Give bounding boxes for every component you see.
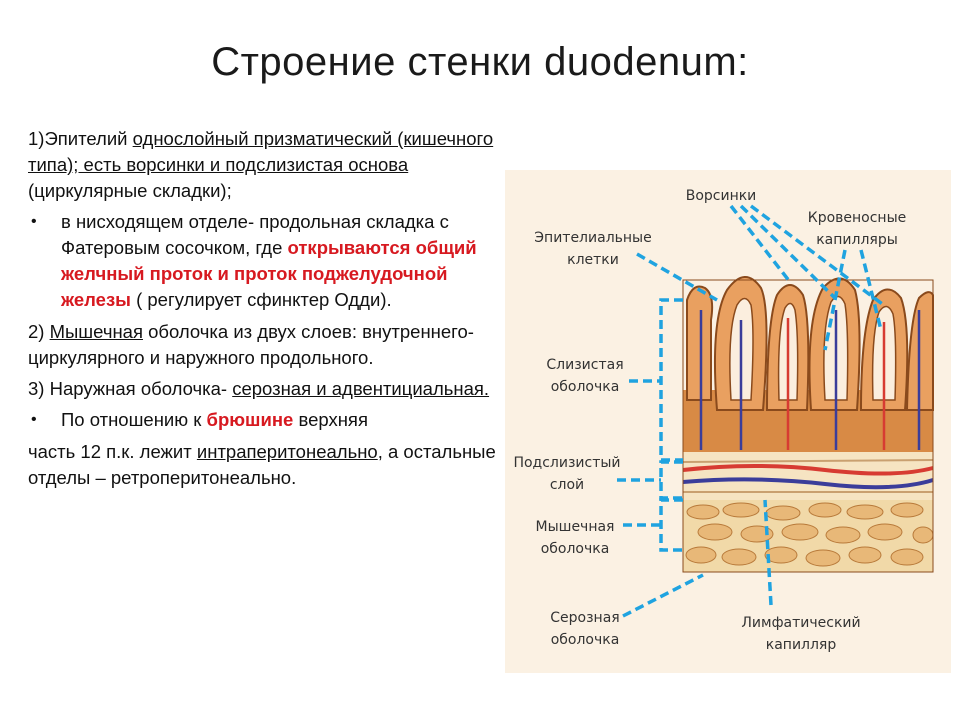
text-span: ( регулирует сфинктер Одди). <box>130 289 392 310</box>
paragraph-epithelium: 1)Эпителий однослойный призматический (к… <box>28 126 498 204</box>
label-mucosa-2: оболочка <box>551 379 620 395</box>
diagram-labels: Ворсинки Кровеносные капилляры Эпителиал… <box>513 188 906 653</box>
wall-section <box>682 276 934 573</box>
artery-band <box>682 464 934 476</box>
text-highlight: брюшине <box>206 409 294 430</box>
label-serosa-1: Серозная <box>550 610 619 626</box>
label-lymph-1: Лимфатический <box>741 615 860 631</box>
duodenum-wall-diagram: Ворсинки Кровеносные капилляры Эпителиал… <box>505 170 951 673</box>
bullet-vater-papilla: • в нисходящем отделе- продольная складка… <box>28 209 498 313</box>
label-submucosa-1: Подслизистый <box>513 455 620 471</box>
muscle-cells <box>685 502 934 567</box>
slide-text: 1)Эпителий однослойный призматический (к… <box>28 126 498 496</box>
label-villi: Ворсинки <box>686 188 757 204</box>
bullet-icon: • <box>31 213 37 230</box>
text-span: часть 12 п.к. лежит <box>28 441 197 462</box>
text-span: По отношению к <box>61 409 207 430</box>
paragraph-muscular: 2) Мышечная оболочка из двух слоев: внут… <box>28 319 498 371</box>
paragraph-position: часть 12 п.к. лежит интраперитонеально, … <box>28 439 498 491</box>
villi-pointer-2 <box>739 204 837 300</box>
label-lymph-2: капилляр <box>766 637 837 653</box>
label-serosa-2: оболочка <box>551 632 620 648</box>
muscular-bracket <box>659 498 683 552</box>
label-muscular-2: оболочка <box>541 541 610 557</box>
label-epithelial-1: Эпителиальные <box>534 230 651 246</box>
text-span: 1)Эпителий <box>28 128 133 149</box>
text-span: верхняя <box>293 409 368 430</box>
serosa-pointer <box>622 573 704 618</box>
text-span: (циркулярные складки); <box>28 180 232 201</box>
text-underlined: однослойный призматический (кишечного ти… <box>28 128 494 175</box>
text-span: , а остальные отделы – ретроперитонеальн… <box>28 441 496 488</box>
slide-title: Строение стенки duodenum: <box>211 40 749 84</box>
villus-vessels <box>699 310 921 450</box>
paragraph-outer-layer: 3) Наружная оболочка- серозная и адвенти… <box>28 376 498 402</box>
label-muscular-1: Мышечная <box>536 519 615 535</box>
pointer-lines <box>617 204 887 618</box>
text-underlined: интраперитонеально <box>196 441 378 462</box>
label-mucosa-1: Слизистая <box>546 357 623 373</box>
section-outline <box>682 279 934 573</box>
villi-pointer-1 <box>729 204 792 284</box>
text-underlined: серозная и адвентициальная. <box>232 378 490 399</box>
label-epithelial-2: клетки <box>567 252 619 268</box>
text-span: 2) <box>28 321 50 342</box>
label-submucosa-2: слой <box>550 477 584 493</box>
label-capillaries-2: капилляры <box>816 232 898 248</box>
text-span: 3) Наружная оболочка- <box>28 378 233 399</box>
text-underlined: Мышечная <box>49 321 143 342</box>
label-capillaries-1: Кровеносные <box>808 210 907 226</box>
lymph-pointer <box>763 499 773 606</box>
bullet-icon: • <box>31 411 37 428</box>
text-span: в нисходящем отделе- продольная складка … <box>61 211 449 258</box>
text-span: оболочка из двух слоев: внутреннего-цирк… <box>28 321 474 368</box>
epithelial-pointer <box>636 252 718 302</box>
capillary-pointer-1 <box>823 249 847 351</box>
vein-band <box>682 477 934 490</box>
bullet-peritoneum: • По отношению к брюшине верхняя <box>28 407 498 433</box>
text-highlight: открываются общий желчный проток и прото… <box>61 237 477 310</box>
